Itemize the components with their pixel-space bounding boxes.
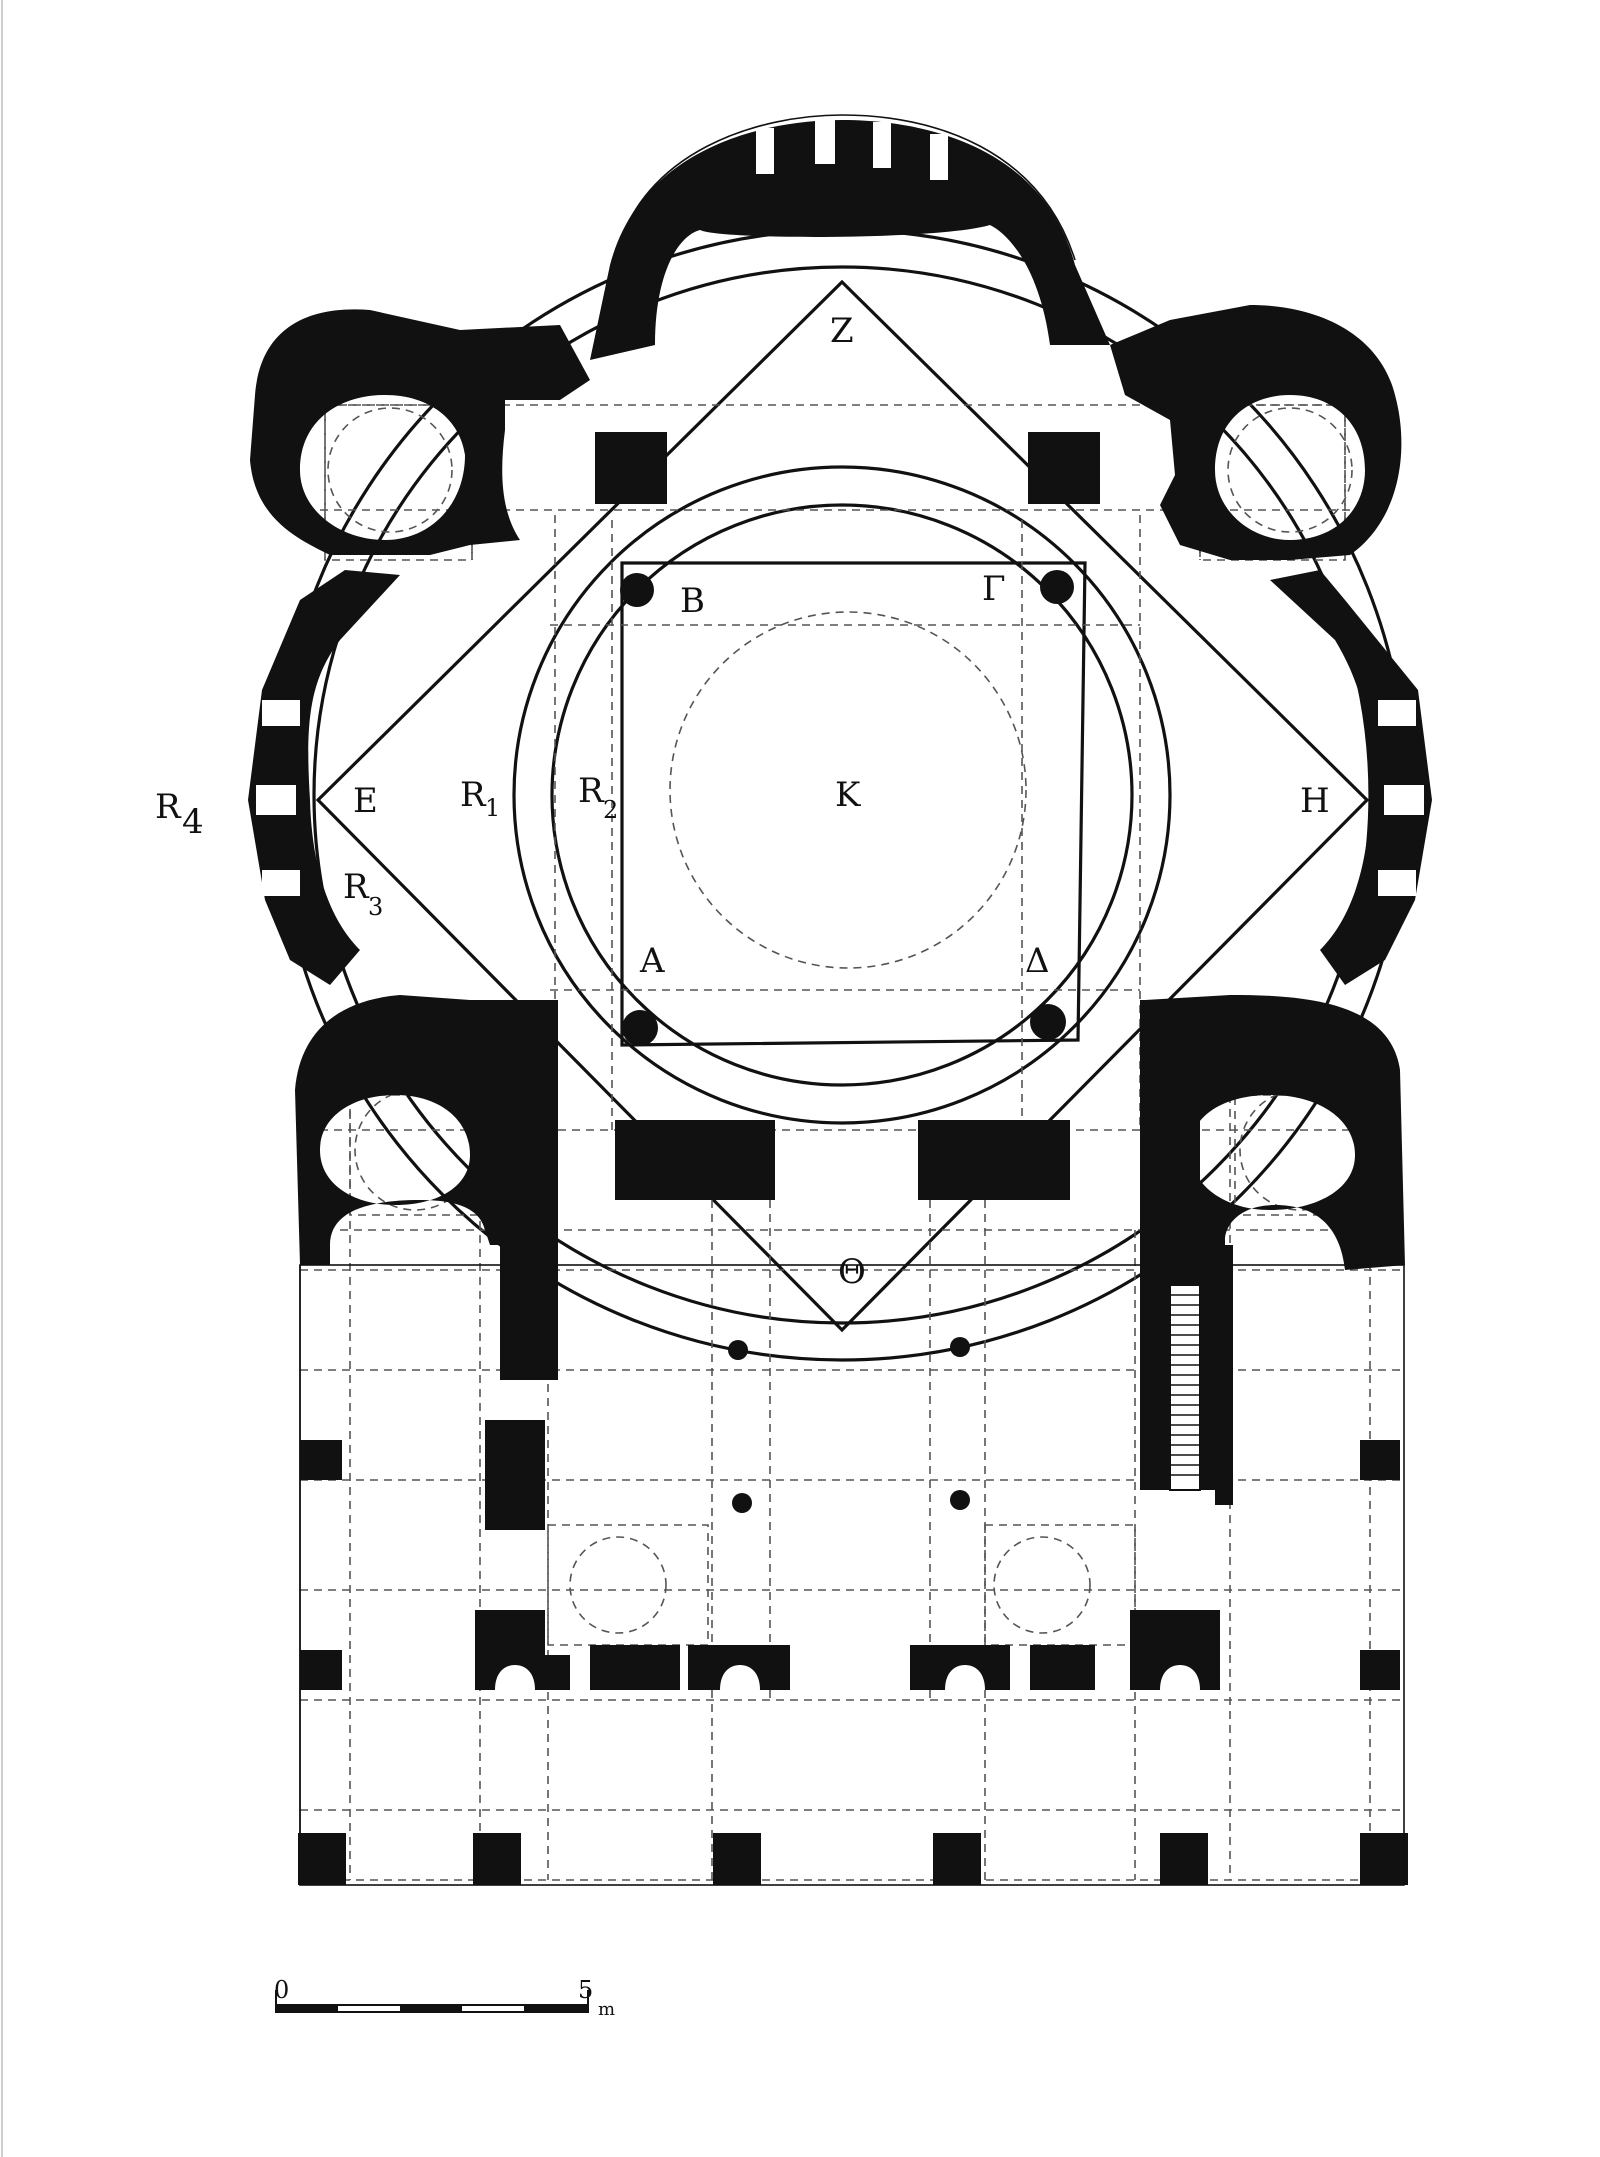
- exo-pier-9: [1160, 1833, 1208, 1885]
- exo-pier-6: [473, 1833, 521, 1885]
- label-r4-sub: 4: [182, 802, 204, 842]
- column-d: [1030, 1004, 1066, 1040]
- label-g: Γ: [982, 569, 1006, 609]
- square-abgd: [620, 561, 1087, 1047]
- pier-bottom-right: [918, 1120, 1070, 1200]
- exo-pier-10: [1360, 1833, 1408, 1885]
- apse-wall: [590, 120, 1110, 360]
- chapel-bottom-right-wall: [1145, 995, 1405, 1490]
- aisle-wall-right-lower: [1215, 1245, 1233, 1505]
- pier-top-left: [595, 432, 667, 504]
- scale-bar: 0 5 m: [274, 1976, 615, 2020]
- column-g: [1040, 570, 1074, 604]
- label-r1: R: [460, 775, 487, 815]
- label-r1-sub: 1: [485, 794, 500, 822]
- circle-r2: [550, 503, 1134, 1087]
- exo-pier-1: [300, 1440, 342, 1480]
- label-r3-sub: 3: [368, 893, 383, 921]
- narthex-front-wall: [475, 1610, 570, 1690]
- narthex-column-2: [950, 1337, 970, 1357]
- column-a: [622, 1010, 658, 1046]
- circle-r3: [312, 265, 1372, 1325]
- label-r2: R: [578, 771, 605, 811]
- aisle-wall-left-upper: [500, 1000, 558, 1380]
- exo-pier-7: [713, 1833, 761, 1885]
- aisle-wall-left-lower: [485, 1420, 545, 1530]
- label-k: K: [835, 775, 861, 815]
- labels: Z B Γ E K H A Δ Θ R 1 R 2 R 3 R 4: [155, 311, 1330, 1292]
- chapel-top-right-wall: [1110, 305, 1402, 560]
- narthex-column-1: [728, 1340, 748, 1360]
- scale-start-label: 0: [274, 1976, 289, 2004]
- diamond-zheth: [315, 279, 1370, 1333]
- label-a: A: [639, 941, 665, 981]
- label-th: Θ: [838, 1252, 866, 1292]
- exo-pier-2: [1360, 1440, 1400, 1480]
- scale-end-label: 5: [578, 1976, 593, 2004]
- exo-pier-8: [933, 1833, 981, 1885]
- dome-dashed-circle: [669, 611, 1027, 969]
- exo-pier-4: [1360, 1650, 1400, 1690]
- staircase: [1169, 1284, 1201, 1491]
- label-r2-sub: 2: [603, 796, 618, 824]
- column-b: [620, 573, 654, 607]
- label-b: B: [680, 581, 705, 621]
- label-h: H: [1300, 781, 1330, 821]
- label-z: Z: [830, 311, 854, 351]
- label-r4: R: [155, 787, 182, 827]
- scale-unit-label: m: [598, 1999, 615, 2020]
- chapel-bottom-left-wall: [295, 995, 555, 1265]
- narthex-column-3: [732, 1493, 752, 1513]
- exo-pier-5: [298, 1833, 346, 1885]
- exo-pier-3: [300, 1650, 342, 1690]
- conch-left-wall: [248, 570, 400, 985]
- chapel-top-left-wall: [250, 309, 590, 555]
- walls: [248, 114, 1432, 1886]
- label-d: Δ: [1025, 941, 1050, 981]
- pier-top-right: [1028, 432, 1100, 504]
- label-r3: R: [343, 867, 370, 907]
- conch-right-wall: [1270, 570, 1432, 985]
- pier-bottom-left: [615, 1120, 775, 1200]
- label-e: E: [353, 781, 378, 821]
- exonarthex-outline: [299, 1264, 1405, 1886]
- narthex-column-4: [950, 1490, 970, 1510]
- circle-r1: [512, 465, 1172, 1125]
- dashed-grid: [300, 404, 1400, 1881]
